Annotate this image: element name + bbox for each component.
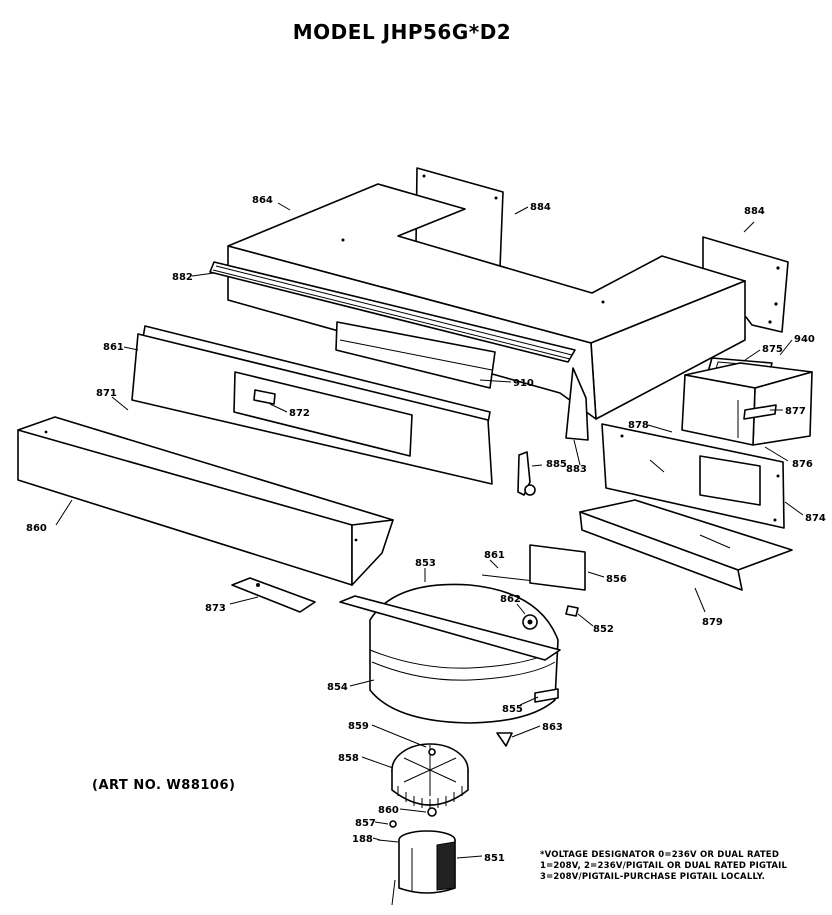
chassis-871 xyxy=(131,333,493,485)
leader-lines xyxy=(55,202,804,859)
front-panel-860 xyxy=(17,416,394,586)
label-910: 910 xyxy=(513,378,534,389)
link-885 xyxy=(517,451,536,496)
clip-852 xyxy=(565,605,579,617)
motor-851 xyxy=(391,830,456,906)
label-877: 877 xyxy=(785,406,806,417)
label-884-right: 884 xyxy=(744,206,765,217)
plate-856 xyxy=(529,544,586,591)
voltage-note: *VOLTAGE DESIGNATOR 0=236V OR DUAL RATED… xyxy=(540,850,830,883)
mounting-bracket-853 xyxy=(339,595,561,661)
tab-855 xyxy=(534,688,559,703)
label-883: 883 xyxy=(566,464,587,475)
label-882: 882 xyxy=(172,272,193,283)
label-874: 874 xyxy=(805,513,826,524)
label-857: 857 xyxy=(355,818,376,829)
model-title: MODEL JHP56G*D2 xyxy=(292,20,512,44)
part-labels: 864 884 884 882 940 875 861 910 871 872 … xyxy=(26,195,826,864)
label-860-hub: 860 xyxy=(378,805,399,816)
label-873: 873 xyxy=(205,603,226,614)
label-854: 854 xyxy=(327,682,348,693)
voltage-note-line-3: 3=208V/PIGTAIL-PURCHASE PIGTAIL LOCALLY. xyxy=(540,872,766,882)
voltage-note-line-1: *VOLTAGE DESIGNATOR 0=236V OR DUAL RATED xyxy=(540,850,780,860)
label-876: 876 xyxy=(792,459,813,470)
voltage-note-line-2: 1=208V, 2=236V/PIGTAIL OR DUAL RATED PIG… xyxy=(540,861,788,871)
label-875: 875 xyxy=(762,344,783,355)
label-859: 859 xyxy=(348,721,369,732)
label-853: 853 xyxy=(415,558,436,569)
label-872: 872 xyxy=(289,408,310,419)
label-863: 863 xyxy=(542,722,563,733)
label-858: 858 xyxy=(338,753,359,764)
hub-860 xyxy=(427,807,437,817)
plug-863 xyxy=(496,732,513,747)
label-885: 885 xyxy=(546,459,567,470)
label-871: 871 xyxy=(96,388,117,399)
duct-910 xyxy=(335,321,496,389)
label-879: 879 xyxy=(702,617,723,628)
label-862: 862 xyxy=(500,594,521,605)
label-864: 864 xyxy=(252,195,273,206)
washer-857 xyxy=(389,820,397,828)
blower-wheel-858 xyxy=(391,743,469,809)
label-860-panel: 860 xyxy=(26,523,47,534)
back-plate-874 xyxy=(601,423,785,529)
label-861-lower: 861 xyxy=(484,550,505,561)
vent-box-940 xyxy=(681,362,813,446)
label-852: 852 xyxy=(593,624,614,635)
label-188: 188 xyxy=(352,834,373,845)
label-884-left: 884 xyxy=(530,202,551,213)
label-855: 855 xyxy=(502,704,523,715)
label-861-upper: 861 xyxy=(103,342,124,353)
grille-rail-882 xyxy=(209,261,576,363)
screw-188 xyxy=(377,839,399,843)
bottom-tray-879 xyxy=(579,499,793,591)
bracket-873 xyxy=(231,577,316,613)
label-940: 940 xyxy=(794,334,815,345)
art-number: (ART NO. W88106) xyxy=(92,778,236,793)
label-851: 851 xyxy=(484,853,505,864)
label-856: 856 xyxy=(606,574,627,585)
side-bracket-883 xyxy=(565,367,589,441)
label-878: 878 xyxy=(628,420,649,431)
